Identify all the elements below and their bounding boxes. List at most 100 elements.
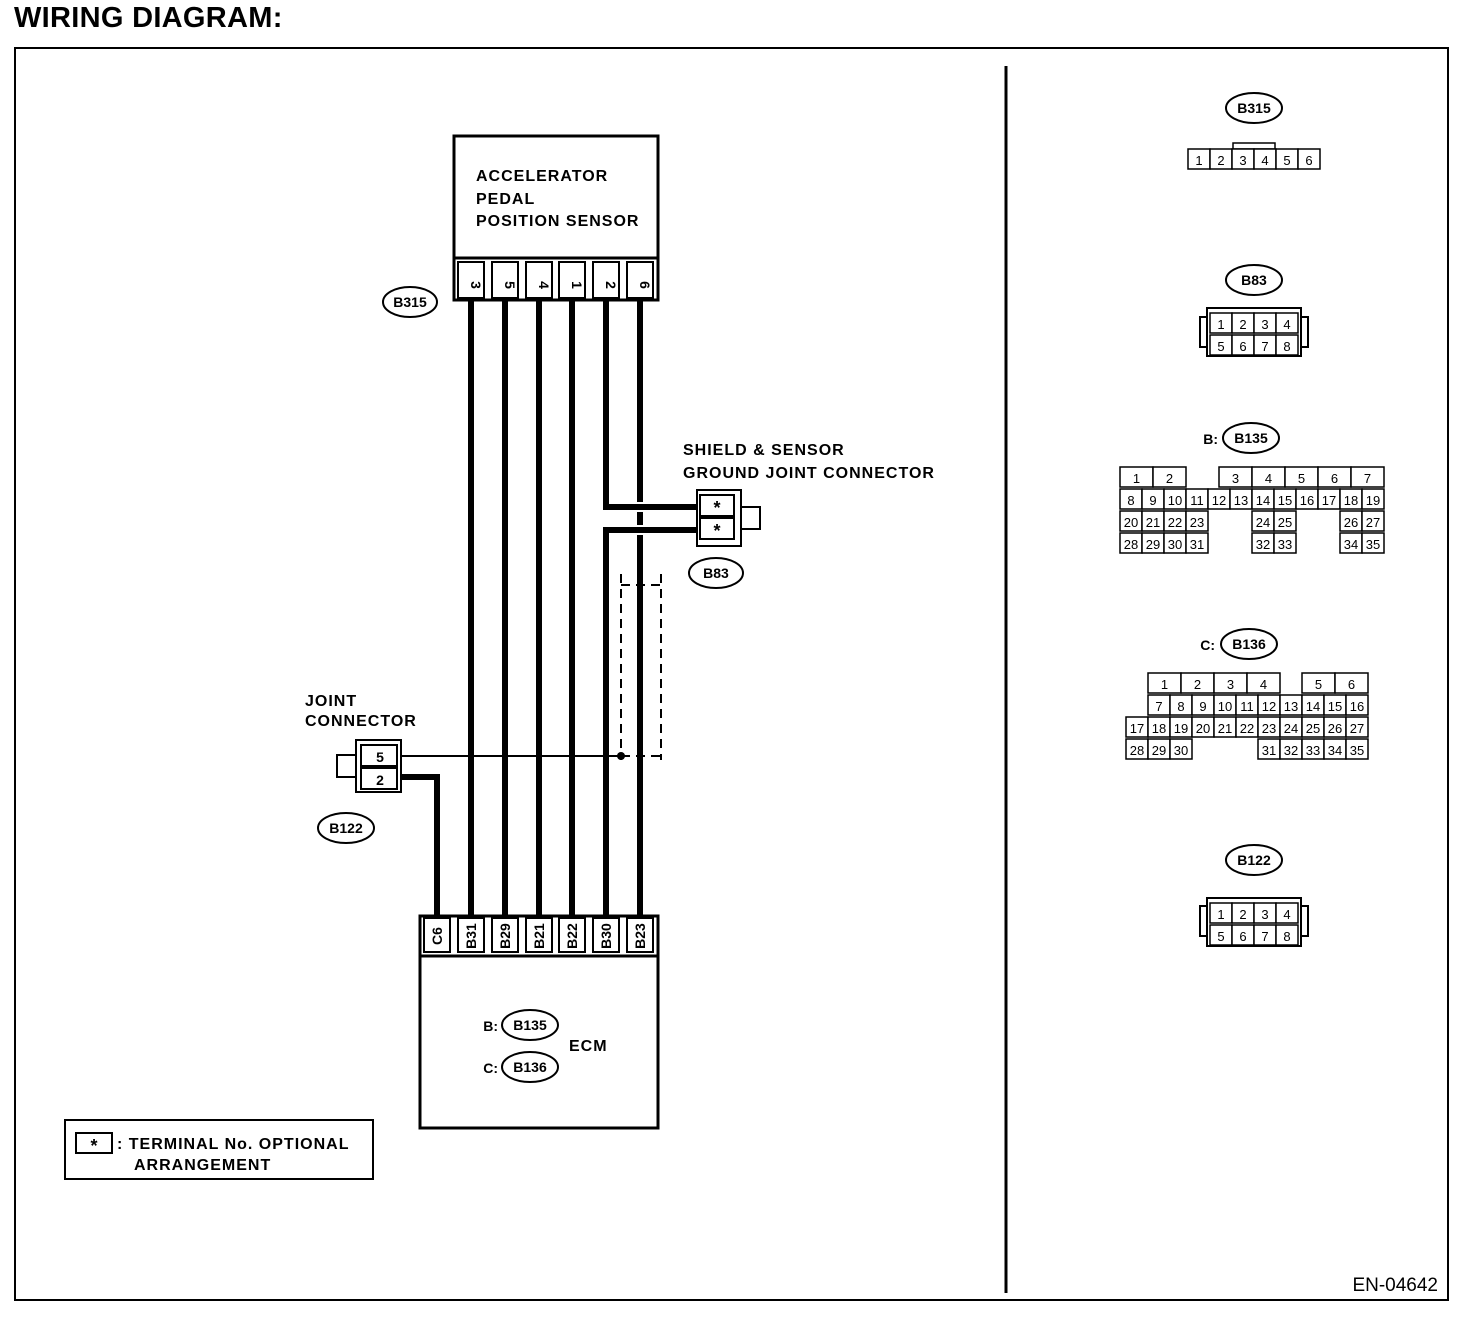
joint-pin-5: 5 [376, 749, 384, 765]
b136-view-pin-11: 11 [1240, 699, 1254, 714]
b135-view-pin-35: 35 [1366, 537, 1380, 552]
sensor-pin-5: 5 [502, 281, 518, 289]
b135-view-pin-32: 32 [1256, 537, 1270, 552]
shield-pin-lower: * [713, 521, 720, 541]
harness-wires [401, 300, 697, 916]
b136-view-oval [1220, 628, 1278, 660]
b122-view-pin-7: 7 [1261, 929, 1268, 944]
joint-label-line-2: CONNECTOR [305, 713, 417, 730]
b135-view-pin-20: 20 [1124, 515, 1138, 530]
b136-view-pin-29: 29 [1152, 743, 1166, 758]
b136-view-pin-14: 14 [1306, 699, 1320, 714]
b136-view-prefix: C: [1200, 637, 1215, 653]
b135-view-pin-24: 24 [1256, 515, 1270, 530]
b135-view-pin-31: 31 [1190, 537, 1204, 552]
legend-line-2: ARRANGEMENT [134, 1157, 271, 1174]
b83-view-pin-2: 2 [1239, 317, 1246, 332]
joint-connector-tag: B122 [317, 812, 375, 844]
ecm-pin-b23: B23 [632, 923, 648, 949]
b136-view-pin-13: 13 [1284, 699, 1298, 714]
b83-view-pin-5: 5 [1217, 339, 1224, 354]
b136-view-pin-2: 2 [1194, 677, 1201, 692]
b135-view-pin-27: 27 [1366, 515, 1380, 530]
b136-view-pin-35: 35 [1350, 743, 1364, 758]
b135-view-label: B135 [1234, 430, 1268, 446]
b135-view-pin-2: 2 [1166, 471, 1173, 486]
b135-view-pin-16: 16 [1300, 493, 1314, 508]
b136-view-pin-7: 7 [1155, 699, 1162, 714]
b135-view-pin-9: 9 [1149, 493, 1156, 508]
b136-view-pin-23: 23 [1262, 721, 1276, 736]
b136-view-pin-18: 18 [1152, 721, 1166, 736]
b136-view-pin-9: 9 [1199, 699, 1206, 714]
b83-view-pin-4: 4 [1283, 317, 1290, 332]
b136-view-pin-28: 28 [1130, 743, 1144, 758]
sensor-pin-4: 4 [536, 281, 552, 289]
b136-view-pin-8: 8 [1177, 699, 1184, 714]
shield-pin-upper: * [713, 498, 720, 518]
b83-view-label: B83 [1241, 272, 1267, 288]
ecm-label: ECM [569, 1038, 608, 1055]
b135-view-pin-15: 15 [1278, 493, 1292, 508]
b83-view-pin-3: 3 [1261, 317, 1268, 332]
shield-label-line-2: GROUND JOINT CONNECTOR [683, 465, 935, 482]
b135-view-pin-12: 12 [1212, 493, 1226, 508]
ecm-conn-c-label: B136 [513, 1059, 547, 1075]
document-code: EN-04642 [1352, 1275, 1438, 1296]
ecm-pin-b29: B29 [497, 923, 513, 949]
b136-view-pin-10: 10 [1218, 699, 1232, 714]
b135-view-pin-10: 10 [1168, 493, 1182, 508]
b83-view-pin-6: 6 [1239, 339, 1246, 354]
shield-connector-tag: B83 [688, 557, 744, 589]
b315-view-pin-2: 2 [1217, 153, 1224, 168]
sensor-connector-tag: B315 [382, 286, 438, 318]
b135-view-pin-8: 8 [1127, 493, 1134, 508]
b83-view-pin-7: 7 [1261, 339, 1268, 354]
b135-view-pin-1: 1 [1133, 471, 1140, 486]
b136-view-pin-25: 25 [1306, 721, 1320, 736]
b315-view-pin-4: 4 [1261, 153, 1268, 168]
b135-view-pin-23: 23 [1190, 515, 1204, 530]
b135-view-pin-18: 18 [1344, 493, 1358, 508]
wire-shield-b30 [603, 527, 697, 916]
b135-view-pin-19: 19 [1366, 493, 1380, 508]
ecm-pin-b21: B21 [531, 923, 547, 949]
legend-symbol: * [90, 1136, 97, 1156]
b135-view-pin-22: 22 [1168, 515, 1182, 530]
b136-view-pin-24: 24 [1284, 721, 1298, 736]
b315-view-label: B315 [1237, 100, 1271, 116]
ecm-pin-b30: B30 [598, 923, 614, 949]
ecm-conn-b-prefix: B: [483, 1018, 498, 1034]
ecm-pin-b31: B31 [463, 923, 479, 949]
b136-view-pin-22: 22 [1240, 721, 1254, 736]
b136-view-pin-33: 33 [1306, 743, 1320, 758]
legend-line-1: : TERMINAL No. OPTIONAL [117, 1136, 349, 1153]
b136-view-pin-5: 5 [1315, 677, 1322, 692]
sensor-pin-1: 1 [569, 281, 585, 289]
shield-connector-label: B83 [703, 565, 729, 581]
b136-view-pin-12: 12 [1262, 699, 1276, 714]
b135-view-pin-28: 28 [1124, 537, 1138, 552]
b135-view-pin-3: 3 [1232, 471, 1239, 486]
b135-view-pin-29: 29 [1146, 537, 1160, 552]
shield-junction-dot [617, 752, 625, 760]
b315-view-oval [1225, 92, 1283, 124]
sensor-label-line-1: ACCELERATOR [476, 168, 608, 185]
sensor-pin-2: 2 [603, 281, 619, 289]
b136-view-pin-31: 31 [1262, 743, 1276, 758]
b136-view-pin-16: 16 [1350, 699, 1364, 714]
b136-view-pin-21: 21 [1218, 721, 1232, 736]
b135-view-pin-14: 14 [1256, 493, 1270, 508]
b83-view-pin-1: 1 [1217, 317, 1224, 332]
b136-view-pin-1: 1 [1161, 677, 1168, 692]
b135-view-pin-6: 6 [1331, 471, 1338, 486]
b136-view-pin-30: 30 [1174, 743, 1188, 758]
joint-connector: 5 2 [336, 739, 402, 793]
b315-view-pin-6: 6 [1305, 153, 1312, 168]
b122-view-pin-2: 2 [1239, 907, 1246, 922]
b135-view-pin-26: 26 [1344, 515, 1358, 530]
